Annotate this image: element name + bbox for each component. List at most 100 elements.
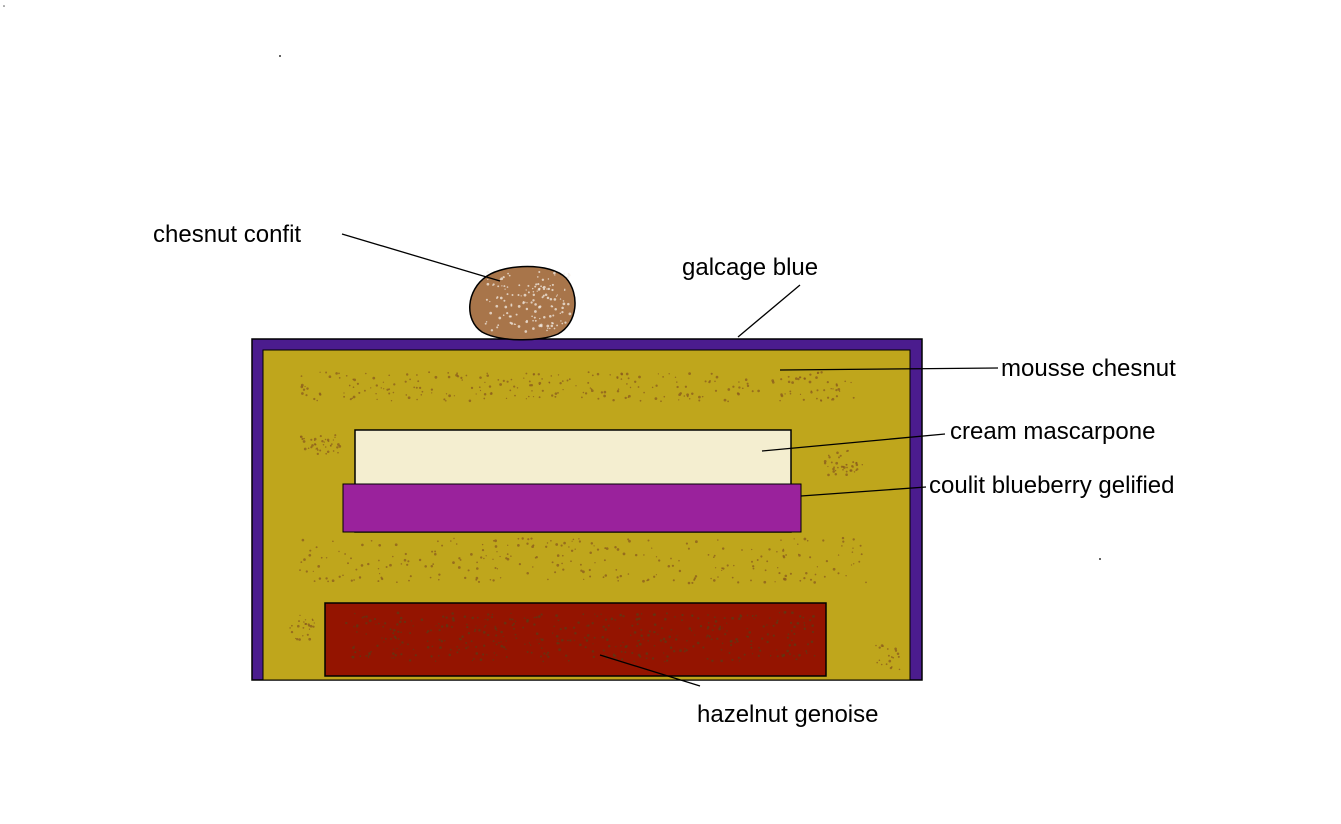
speckle-dot xyxy=(683,395,686,397)
speckle-dot xyxy=(542,294,545,297)
speckle-dot xyxy=(526,542,529,545)
speckle-dot xyxy=(563,289,566,292)
speckle-dot xyxy=(670,557,672,560)
speckle-dot xyxy=(721,642,724,645)
speckle-dot xyxy=(750,646,753,649)
speckle-dot xyxy=(487,278,489,281)
speckle-dot xyxy=(365,372,367,375)
speckle-dot xyxy=(589,551,592,555)
speckle-dot xyxy=(638,617,641,621)
speckle-dot xyxy=(782,555,786,559)
speckle-dot xyxy=(559,312,562,314)
speckle-dot xyxy=(421,390,424,393)
speckle-dot xyxy=(657,373,660,375)
speckle-dot xyxy=(594,562,596,564)
speckle-dot xyxy=(509,389,512,392)
speckle-dot xyxy=(698,399,701,402)
speckle-dot xyxy=(502,646,506,649)
speckle-dot xyxy=(544,293,548,296)
speckle-dot xyxy=(361,616,364,619)
speckle-dot xyxy=(643,391,645,394)
speckle-dot xyxy=(679,649,682,652)
speckle-dot xyxy=(396,581,398,584)
speckle-dot xyxy=(511,294,514,296)
speckle-dot xyxy=(299,614,301,617)
speckle-dot xyxy=(441,544,444,547)
speckle-dot xyxy=(823,462,827,465)
speckle-dot xyxy=(663,652,665,654)
speckle-dot xyxy=(592,655,595,659)
speckle-dot xyxy=(319,371,321,373)
speckle-dot xyxy=(540,613,543,616)
speckle-dot xyxy=(363,389,366,392)
speckle-dot xyxy=(584,392,588,395)
speckle-dot xyxy=(845,575,847,577)
speckle-dot xyxy=(487,613,490,616)
speckle-dot xyxy=(737,656,740,659)
speckle-dot xyxy=(460,638,462,641)
speckle-dot xyxy=(668,635,671,639)
speckle-dot xyxy=(560,638,564,642)
speckle-dot xyxy=(483,557,485,560)
speckle-dot xyxy=(802,616,805,619)
speckle-dot xyxy=(445,393,448,395)
speckle-dot xyxy=(564,321,567,324)
speckle-dot xyxy=(524,643,526,645)
speckle-dot xyxy=(486,372,488,375)
speckle-dot xyxy=(549,315,552,318)
speckle-dot xyxy=(851,551,854,553)
speckle-dot xyxy=(318,577,322,580)
speckle-dot xyxy=(557,391,559,394)
speckle-dot xyxy=(375,384,378,387)
speckle-dot xyxy=(640,613,643,615)
speckle-dot xyxy=(360,564,364,567)
speckle-dot xyxy=(543,652,546,655)
speckle-dot xyxy=(309,549,312,552)
speckle-dot xyxy=(746,614,749,617)
speckle-dot xyxy=(434,375,438,379)
speckle-dot xyxy=(738,381,740,383)
speckle-dot xyxy=(620,644,622,647)
speckle-dot xyxy=(298,638,301,641)
speckle-dot xyxy=(835,389,838,392)
speckle-dot xyxy=(484,618,486,621)
speckle-dot xyxy=(633,660,636,663)
speckle-dot xyxy=(308,637,312,641)
speckle-dot xyxy=(530,651,533,654)
speckle-dot xyxy=(338,372,340,375)
speckle-dot xyxy=(704,380,707,383)
speckle-dot xyxy=(351,397,353,400)
speckle-dot xyxy=(527,395,530,398)
speckle-dot xyxy=(541,378,543,380)
speckle-dot xyxy=(448,394,451,398)
speckle-dot xyxy=(475,576,479,580)
speckle-dot xyxy=(393,653,395,655)
speckle-dot xyxy=(793,655,795,657)
speckle-dot xyxy=(835,383,838,386)
speckle-dot xyxy=(301,437,304,441)
speckle-dot xyxy=(589,575,592,578)
speckle-dot xyxy=(473,658,475,660)
speckle-dot xyxy=(481,548,485,552)
speckle-dot xyxy=(756,559,759,561)
speckle-dot xyxy=(495,654,498,656)
speckle-dot xyxy=(776,619,779,622)
speckle-dot xyxy=(505,557,508,560)
speckle-dot xyxy=(391,657,393,659)
speckle-dot xyxy=(476,561,478,564)
speckle-dot xyxy=(310,446,313,449)
speckle-dot xyxy=(442,615,445,618)
speckle-dot xyxy=(384,622,387,625)
speckle-dot xyxy=(861,463,864,466)
speckle-dot xyxy=(523,617,526,620)
speckle-dot xyxy=(542,288,546,291)
speckle-dot xyxy=(834,472,838,476)
speckle-dot xyxy=(359,655,362,658)
speckle-dot xyxy=(846,450,848,452)
speckle-dot xyxy=(706,657,709,660)
speckle-dot xyxy=(311,618,314,621)
speckle-dot xyxy=(782,548,785,551)
speckle-dot xyxy=(622,615,625,618)
speckle-dot xyxy=(503,621,507,625)
speckle-dot xyxy=(794,377,798,380)
